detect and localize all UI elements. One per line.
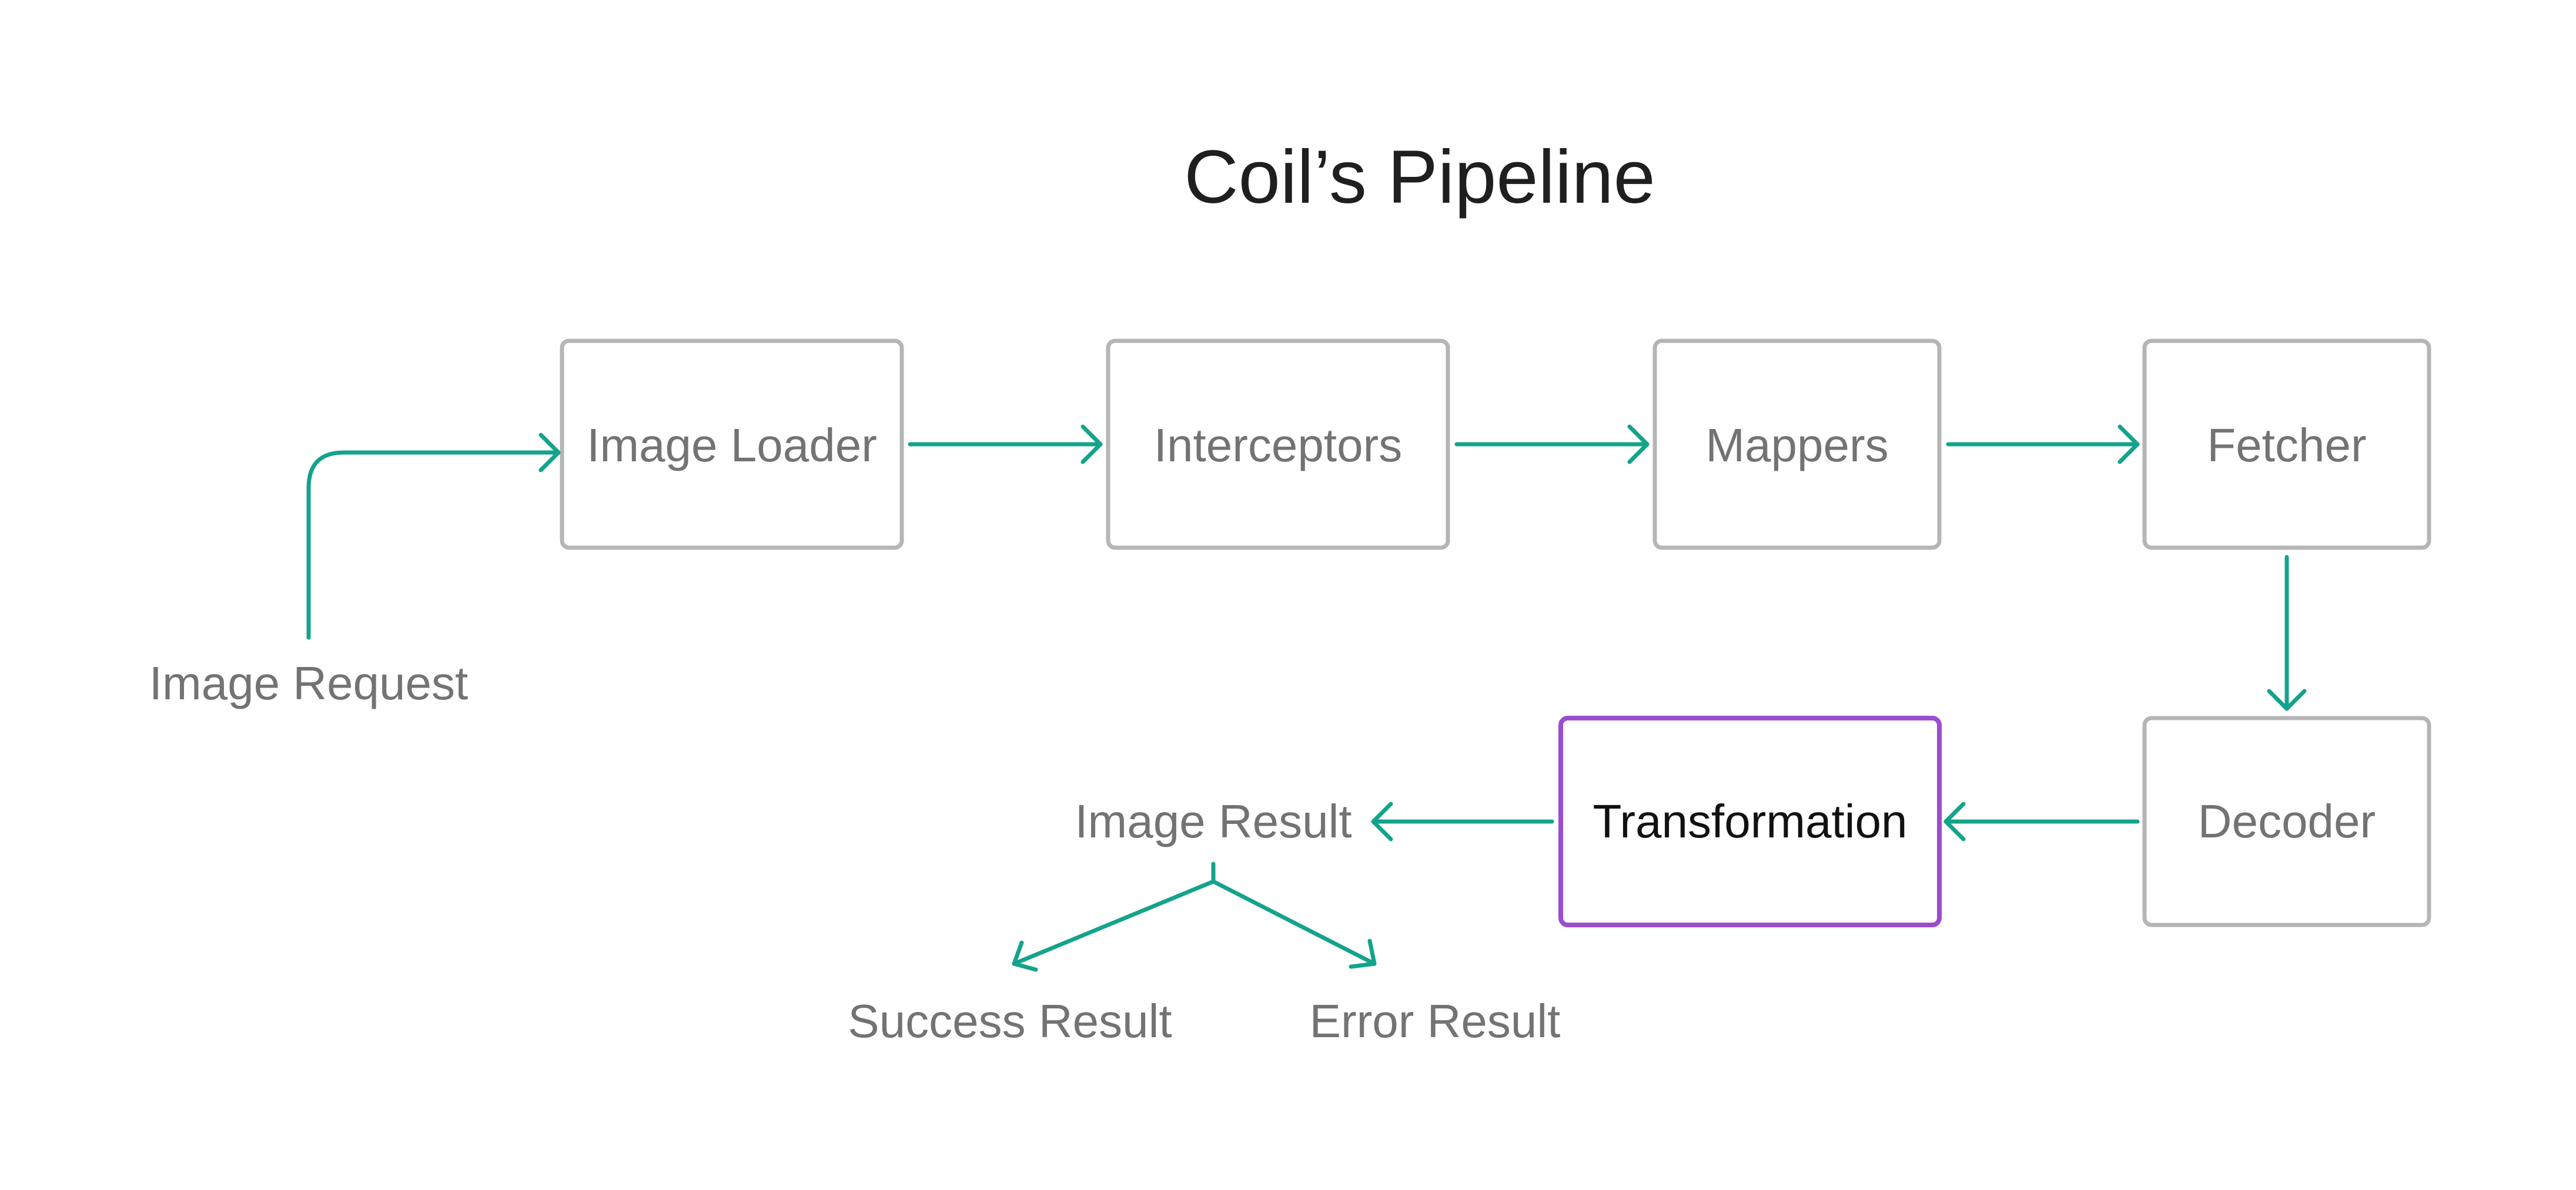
arrowhead-loader-to-interceptors	[1080, 424, 1103, 464]
arrow-request-to-loader	[306, 450, 561, 640]
node-image-loader-label: Image Loader	[587, 419, 877, 471]
image-result-label: Image Result	[1075, 795, 1351, 847]
arrowhead-fetcher-to-decoder	[2267, 689, 2307, 711]
node-fetcher: Fetcher	[2142, 338, 2431, 550]
node-interceptors-label: Interceptors	[1154, 419, 1402, 471]
arrowhead-mappers-to-fetcher	[2117, 424, 2140, 464]
arrowhead-interceptors-to-mappers	[1627, 424, 1650, 464]
error-result-label: Error Result	[1310, 995, 1561, 1047]
connectors	[306, 424, 2307, 972]
arrowhead-transformation-to-result	[1371, 802, 1393, 842]
node-decoder-label: Decoder	[2198, 795, 2376, 847]
image-request-label: Image Request	[149, 657, 469, 709]
node-interceptors: Interceptors	[1106, 338, 1450, 550]
arrowhead-request-to-loader	[538, 433, 561, 472]
success-result-label: Success Result	[848, 995, 1172, 1047]
arrowhead-decoder-to-transformation	[1943, 802, 1966, 842]
node-transformation-label: Transformation	[1593, 795, 1908, 847]
diagram-title: Coil’s Pipeline	[1184, 135, 1655, 219]
node-decoder: Decoder	[2142, 716, 2431, 927]
arrow-result-to-success	[1012, 879, 1216, 966]
arrow-result-to-error	[1211, 879, 1377, 966]
arrowhead-result-to-success	[1012, 940, 1038, 972]
node-mappers-label: Mappers	[1705, 419, 1888, 471]
arrowhead-result-to-error	[1349, 938, 1377, 969]
node-image-loader: Image Loader	[560, 338, 904, 550]
node-transformation: Transformation	[1558, 716, 1942, 927]
node-mappers: Mappers	[1652, 338, 1942, 550]
node-fetcher-label: Fetcher	[2207, 419, 2366, 471]
